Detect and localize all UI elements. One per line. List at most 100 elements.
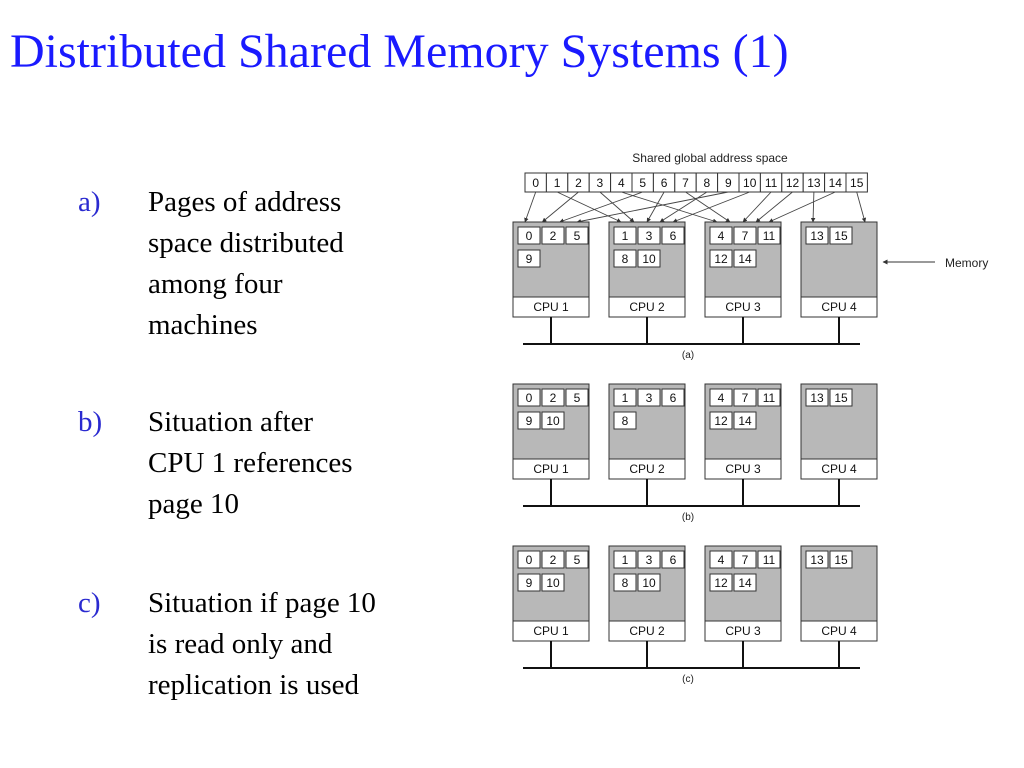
- page-cell: [733, 573, 757, 592]
- page-number: 0: [532, 176, 539, 190]
- page-number: 12: [786, 176, 800, 190]
- bullet-marker: b): [78, 406, 103, 438]
- page-cell: [565, 550, 589, 569]
- page-number: 8: [622, 576, 629, 590]
- page-number: 3: [646, 553, 653, 567]
- page-number: 2: [550, 391, 557, 405]
- page-cell: [829, 226, 853, 245]
- address-space-label: Shared global address space: [632, 151, 788, 165]
- page-number: 13: [810, 229, 824, 243]
- page-number: 1: [554, 176, 561, 190]
- page-cell: [709, 226, 733, 245]
- page-number: 10: [546, 414, 560, 428]
- page-cell: [661, 550, 685, 569]
- page-cell: [709, 411, 733, 430]
- page-mapping-arrow: [576, 191, 729, 224]
- page-cell: [733, 388, 757, 407]
- bullet-line: space distributed: [148, 227, 344, 259]
- page-number: 14: [829, 176, 843, 190]
- page-number: 10: [546, 576, 560, 590]
- page-mapping-arrow: [559, 191, 643, 223]
- page-cell: [829, 388, 853, 407]
- page-cell: [733, 249, 757, 268]
- page-cell: [637, 388, 661, 407]
- bullet-line: machines: [148, 309, 258, 341]
- cpu-label: CPU 1: [533, 624, 569, 638]
- page-cell: [757, 388, 781, 407]
- page-number: 4: [718, 391, 725, 405]
- page-cell: [517, 573, 541, 592]
- page-cell: [733, 550, 757, 569]
- bullet-line: Situation after: [148, 406, 314, 438]
- page-number: 11: [763, 391, 776, 405]
- page-number: 14: [738, 414, 752, 428]
- page-cell: [517, 249, 541, 268]
- page-number: 3: [646, 229, 653, 243]
- page-number: 3: [646, 391, 653, 405]
- page-number: 15: [834, 391, 848, 405]
- bullet-line: Situation if page 10: [148, 587, 376, 619]
- page-number: 10: [642, 576, 656, 590]
- page-mapping-arrow: [856, 191, 867, 223]
- page-number: 11: [765, 176, 778, 190]
- page-cell: [541, 226, 565, 245]
- page-mapping-arrow: [599, 191, 635, 223]
- panel-caption: (a): [682, 350, 694, 361]
- page-number: 11: [763, 553, 776, 567]
- page-mapping-arrow: [768, 191, 836, 223]
- bullet-line: is read only and: [148, 628, 333, 660]
- page-number: 15: [850, 176, 864, 190]
- bullet-line: CPU 1 references: [148, 447, 353, 479]
- page-number: 10: [743, 176, 757, 190]
- page-cell: [709, 573, 733, 592]
- page-number: 15: [834, 229, 848, 243]
- page-number: 4: [618, 176, 625, 190]
- page-cell: [709, 388, 733, 407]
- bullet-line: among four: [148, 268, 283, 300]
- cpu-label: CPU 1: [533, 462, 569, 476]
- page-number: 10: [642, 252, 656, 266]
- page-mapping-arrow: [685, 191, 731, 223]
- cpu-label: CPU 2: [629, 624, 665, 638]
- page-number: 9: [526, 252, 533, 266]
- page-number: 7: [742, 391, 749, 405]
- page-cell: [733, 226, 757, 245]
- bullet-marker: c): [78, 587, 101, 619]
- page-number: 6: [670, 553, 677, 567]
- page-mapping-arrow: [810, 191, 816, 223]
- page-number: 12: [714, 414, 728, 428]
- slide-title: Distributed Shared Memory Systems (1): [10, 25, 789, 78]
- page-number: 7: [742, 229, 749, 243]
- page-cell: [709, 249, 733, 268]
- page-number: 6: [670, 391, 677, 405]
- page-number: 1: [622, 391, 629, 405]
- page-cell: [541, 573, 565, 592]
- page-cell: [637, 550, 661, 569]
- page-mapping-arrow: [524, 191, 537, 223]
- page-cell: [661, 226, 685, 245]
- page-number: 14: [738, 576, 752, 590]
- page-number: 1: [622, 229, 629, 243]
- bullet-text: Situation if page 10 is read only and re…: [148, 583, 448, 706]
- page-cell: [565, 388, 589, 407]
- page-cell: [541, 388, 565, 407]
- page-number: 1: [622, 553, 629, 567]
- page-mapping-arrows: [524, 191, 867, 224]
- page-cell: [541, 550, 565, 569]
- page-cell: [613, 388, 637, 407]
- page-cell: [757, 550, 781, 569]
- page-number: 0: [526, 391, 533, 405]
- page-cell: [829, 550, 853, 569]
- page-number: 12: [714, 252, 728, 266]
- cpu-label: CPU 2: [629, 462, 665, 476]
- page-number: 12: [714, 576, 728, 590]
- cpu-label: CPU 4: [821, 624, 857, 638]
- bullet-line: page 10: [148, 488, 239, 520]
- page-cell: [805, 550, 829, 569]
- memory-label: Memory: [945, 256, 988, 270]
- page-number: 5: [639, 176, 646, 190]
